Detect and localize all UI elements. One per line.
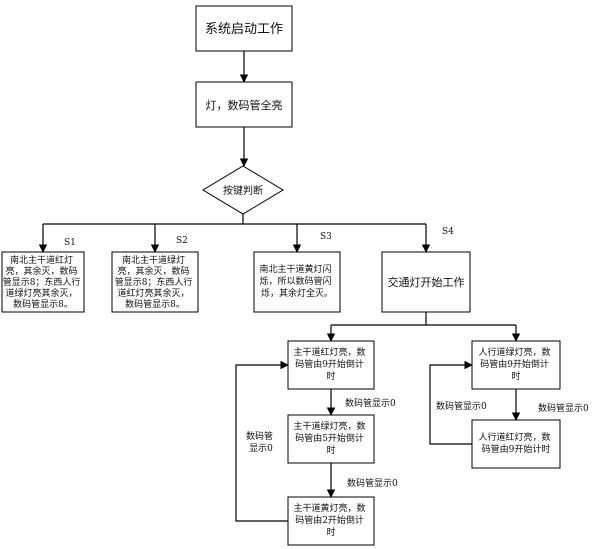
init-box xyxy=(195,81,293,128)
s1-box xyxy=(1,251,85,313)
main-green-text: 主干道绿灯亮，数 码管由5开始倒计 时 xyxy=(294,420,369,456)
init-label: 灯，数码管全亮 xyxy=(206,98,283,112)
start-box xyxy=(195,5,293,52)
edge-label-ped-loop: 数码管显示0 xyxy=(436,400,487,412)
s4-box xyxy=(381,251,471,313)
start-label: 系统启动工作 xyxy=(205,22,283,37)
main-red-text: 主干道红灯亮，数 码管由9开始倒计 时 xyxy=(294,346,369,382)
s3-box xyxy=(253,251,341,313)
edge-label-red-to-green: 数码管显示0 xyxy=(345,397,396,409)
main-yellow-text: 主干道黄灯亮，数 码管由2开始倒计 时 xyxy=(294,502,369,538)
edge-label-ped-green-to-red: 数码管显示0 xyxy=(538,402,589,414)
edge-label-green-to-yellow: 数码管显示0 xyxy=(347,477,398,489)
s4-box-text: 交通灯开始工作 xyxy=(388,275,465,289)
branch-label-s3: S3 xyxy=(320,232,332,242)
ped-red-text: 人行道红灯亮，数 码管由9开始计时 xyxy=(479,431,554,455)
arrow-yellow-loop-back xyxy=(235,360,289,522)
branch-label-s4: S4 xyxy=(442,227,454,237)
edge-label-yellow-loop: 数码管 显示0 xyxy=(246,430,276,454)
ped-green-box xyxy=(471,340,561,390)
branch-label-s2: S2 xyxy=(176,236,188,246)
ped-green-text: 人行道绿灯亮，数 码管由9开始倒计 时 xyxy=(479,346,554,382)
arrow-ped-loop-back xyxy=(429,360,473,445)
decision-label: 按键判断 xyxy=(223,184,263,197)
ped-red-box xyxy=(471,419,561,469)
s2-box-text: 南北主干道绿灯 亮，其余灭，数码 管显示8；东西人行 道红灯亮其余灭， 数码管显… xyxy=(115,254,196,310)
main-yellow-box xyxy=(287,496,375,546)
branch-label-s1: S1 xyxy=(64,238,76,248)
s3-box-text: 南北主干道黄灯闪 烁，所以数码管闪 烁，其余灯全灭。 xyxy=(260,263,335,299)
main-red-box xyxy=(287,340,375,390)
s2-box xyxy=(111,251,199,313)
s1-box-text: 南北主干道红灯 亮，其余灭，数码 管显示8；东西人行 道绿灯亮其余灭， 数码管显… xyxy=(3,254,84,310)
